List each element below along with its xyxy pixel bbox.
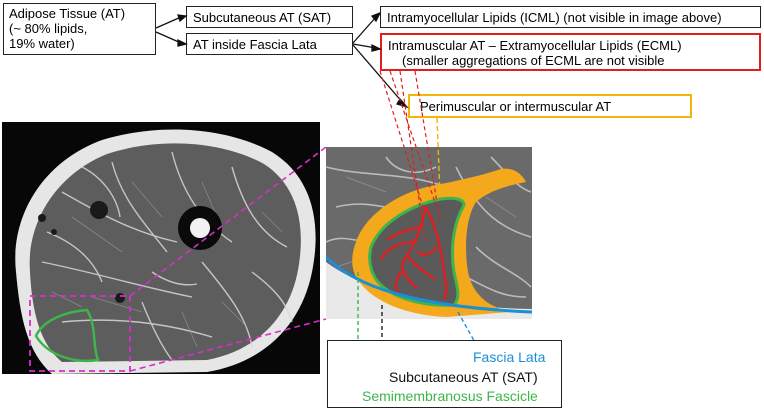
icml-box: Intramyocellular Lipids (ICML) (not visi… [380, 6, 761, 28]
subcutaneous-at-label: Subcutaneous AT (SAT) [193, 10, 332, 25]
ecml-box: Intramuscular AT – Extramyocellular Lipi… [380, 33, 761, 71]
subcutaneous-at-legend-label: Subcutaneous AT (SAT) [389, 369, 538, 385]
adipose-line-1: Adipose Tissue (AT) [9, 6, 126, 21]
legend-box [327, 340, 562, 408]
at-inside-fascia-lata-box: AT inside Fascia Lata [186, 33, 353, 55]
thigh-mri-image [2, 122, 320, 374]
subcutaneous-at-box: Subcutaneous AT (SAT) [186, 6, 353, 28]
zoomed-mri-image [326, 147, 532, 319]
icml-label: Intramyocellular Lipids (ICML) (not visi… [387, 10, 722, 25]
perimuscular-at-box: Perimuscular or intermuscular AT [408, 94, 692, 118]
fascia-lata-label: Fascia Lata [473, 349, 546, 365]
adipose-line-3: 19% water) [9, 36, 75, 51]
at-inside-fascia-lata-label: AT inside Fascia Lata [193, 37, 317, 52]
ecml-line-1: Intramuscular AT – Extramyocellular Lipi… [388, 38, 682, 53]
semimembranosus-fascicle-label: Semimembranosus Fascicle [362, 388, 538, 404]
thigh-mri-drawing [2, 122, 320, 374]
ecml-line-2: (smaller aggregations of ECML are not vi… [402, 53, 665, 68]
perimuscular-at-label: Perimuscular or intermuscular AT [420, 99, 612, 114]
zoomed-mri-drawing [326, 147, 532, 319]
adipose-tissue-box: Adipose Tissue (AT) (~ 80% lipids, 19% w… [3, 3, 156, 55]
adipose-line-2: (~ 80% lipids, [9, 21, 88, 36]
